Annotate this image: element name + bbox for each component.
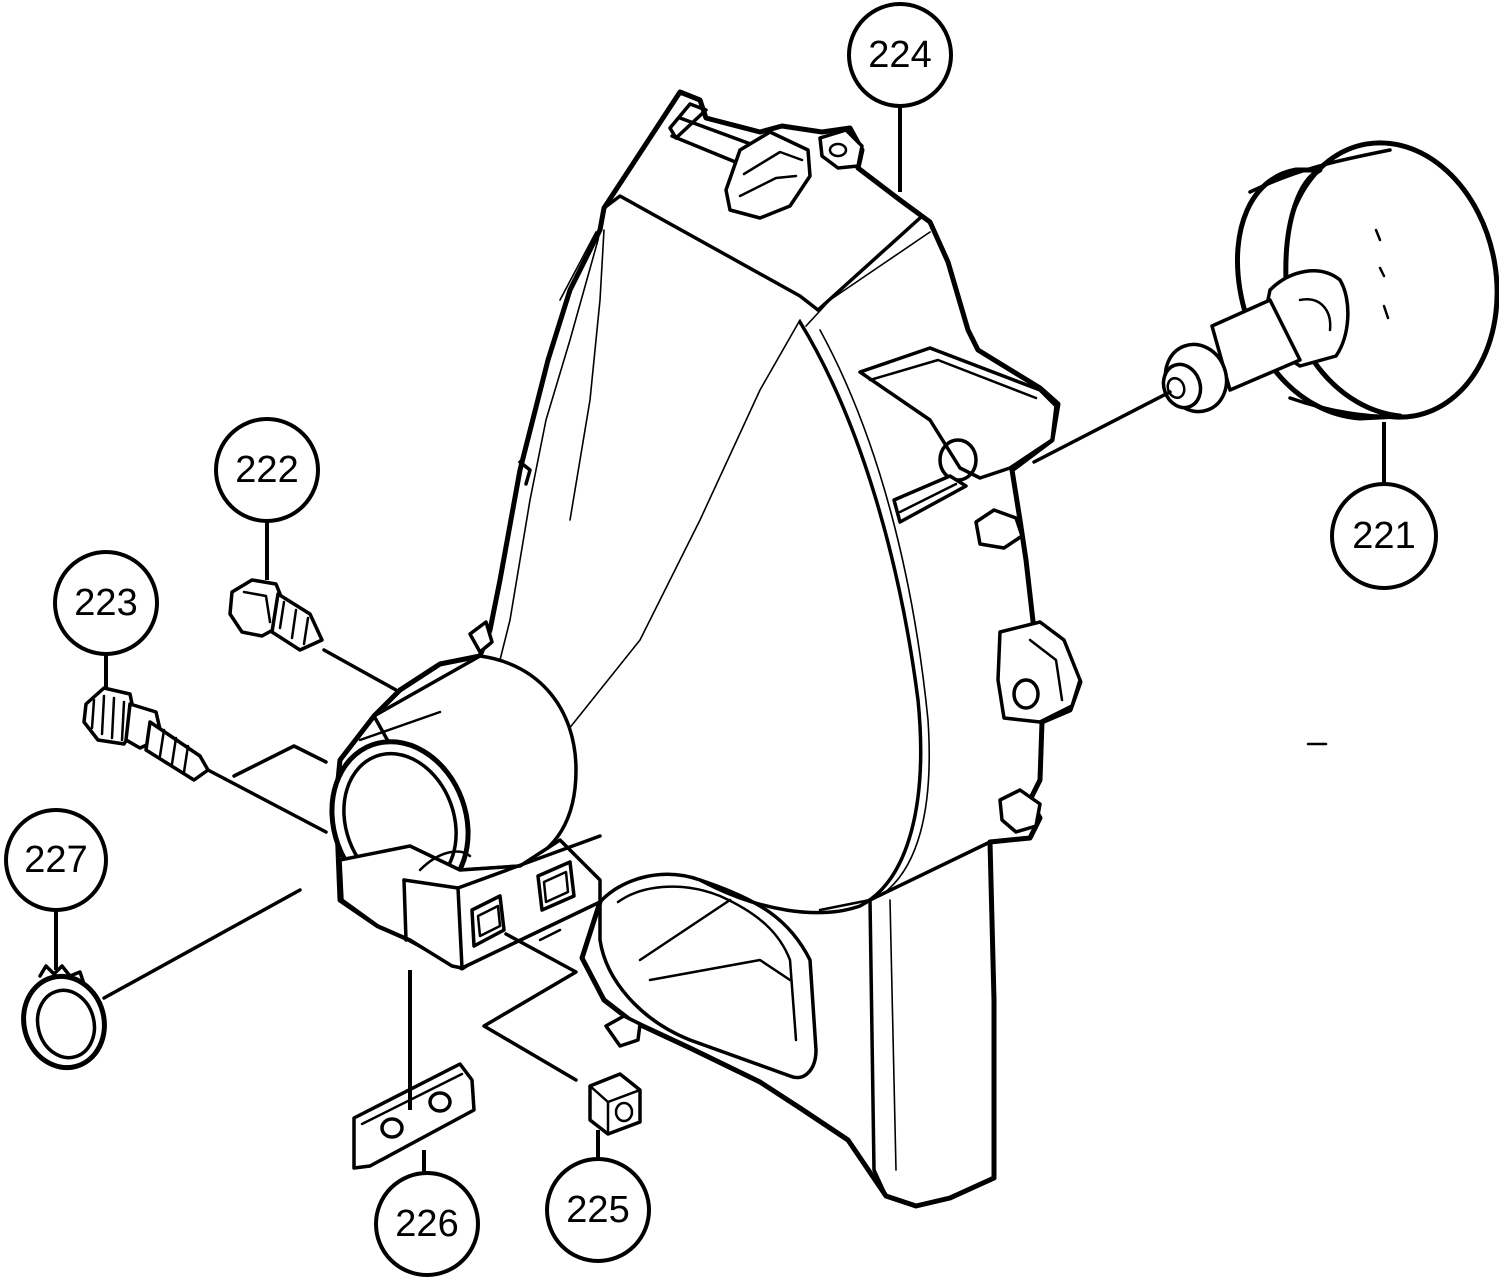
clutch-drum-part (1161, 140, 1499, 421)
callout-225: 225 (545, 1157, 651, 1263)
callout-label-227: 227 (24, 839, 87, 881)
callout-label-224: 224 (868, 34, 931, 76)
leader-lines (54, 106, 1386, 1174)
bolt-part (228, 578, 324, 652)
callout-label-222: 222 (235, 449, 298, 491)
callout-227: 227 (4, 808, 108, 912)
adjusting-screw-part (82, 686, 210, 782)
snap-ring-part (21, 964, 107, 1071)
callout-label-225: 225 (566, 1189, 629, 1231)
callout-label-221: 221 (1352, 515, 1415, 557)
nut-part (588, 1072, 642, 1136)
assembly-lines (102, 390, 1328, 1082)
callout-label-223: 223 (74, 582, 137, 624)
callout-label-226: 226 (395, 1203, 458, 1245)
gear-housing-part (329, 89, 1083, 1209)
plate-part (352, 1062, 476, 1170)
callout-223: 223 (53, 550, 159, 656)
callout-226: 226 (374, 1171, 480, 1277)
callout-221: 221 (1330, 482, 1438, 590)
callout-222: 222 (214, 417, 320, 523)
callout-224: 224 (847, 2, 953, 108)
